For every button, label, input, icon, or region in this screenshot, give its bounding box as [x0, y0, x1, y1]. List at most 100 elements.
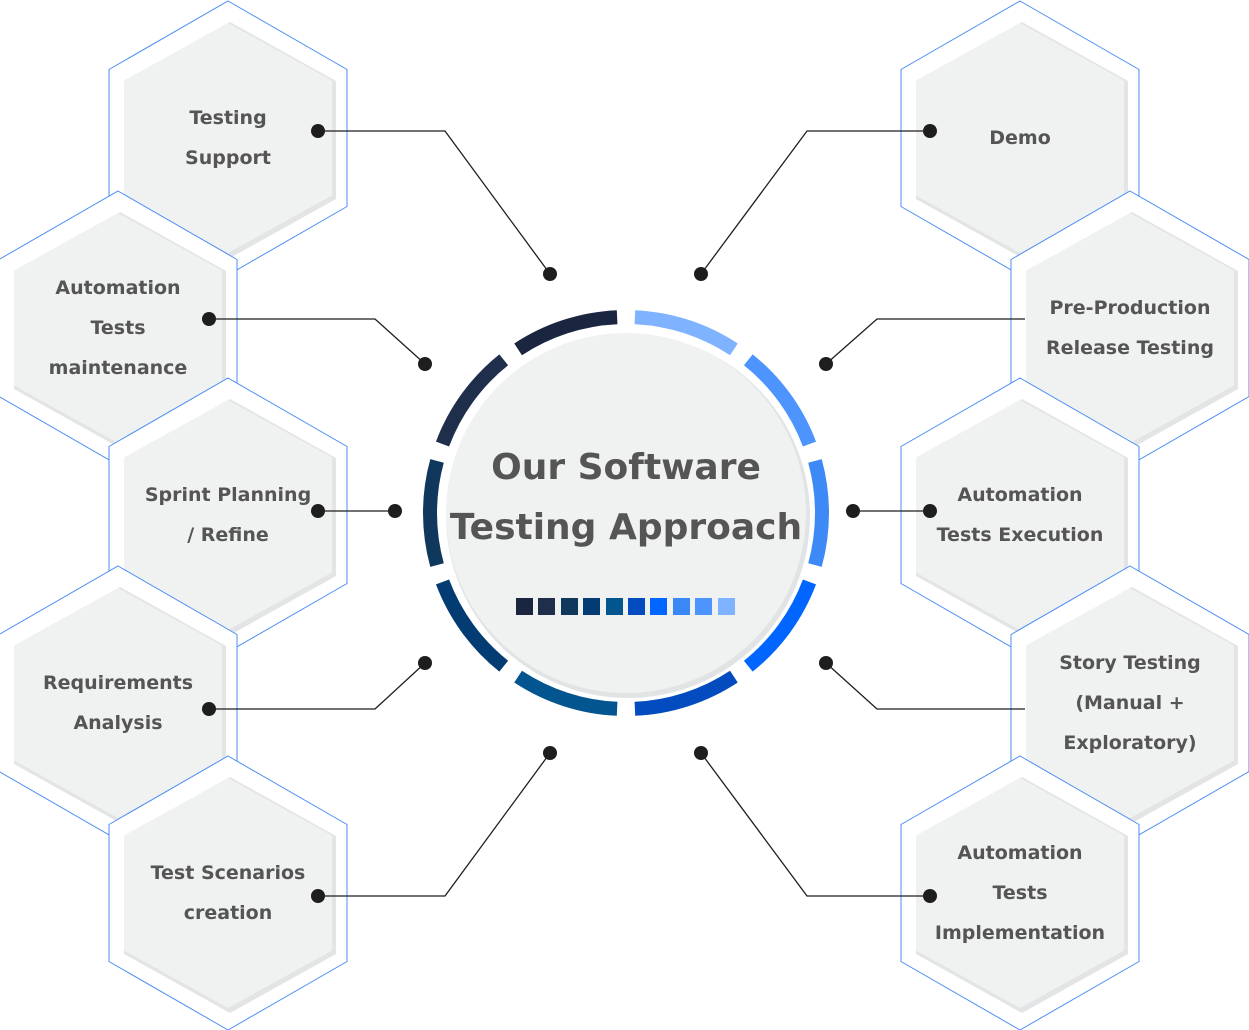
step-label-line: Test Scenarios: [150, 862, 306, 884]
hex-fill: [124, 778, 332, 1008]
color-swatch: [605, 598, 623, 615]
color-swatch: [538, 598, 556, 615]
step-label-line: Tests Execution: [936, 524, 1104, 546]
color-swatch: [695, 598, 713, 615]
ring-segment: [514, 310, 618, 356]
hex-fill: [14, 588, 222, 818]
step-hexagon: [1010, 565, 1249, 841]
step-label: Sprint Planning / Refine: [128, 475, 328, 555]
ring-segment: [634, 310, 738, 356]
ring-segment: [435, 354, 509, 447]
step-hexagon: [900, 377, 1140, 653]
connector: [202, 656, 432, 716]
ring-segment: [423, 459, 444, 567]
step-label-line: Automation: [55, 277, 181, 299]
connector: [846, 504, 937, 518]
connector-line: [209, 318, 426, 365]
center-disc: [446, 333, 806, 693]
connector: [311, 746, 557, 903]
connector-dot: [923, 889, 937, 903]
connector: [694, 124, 937, 281]
connector-dot: [388, 504, 402, 518]
ring-segment: [514, 670, 618, 716]
step-label-line: Demo: [989, 127, 1051, 149]
ring-segment: [808, 459, 829, 567]
step-label-line: Automation: [957, 484, 1083, 506]
step-label-line: Automation: [957, 842, 1083, 864]
connector-line: [700, 752, 930, 897]
step-label-line: (Manual +: [1075, 692, 1185, 714]
step-label-line: Pre-Production: [1049, 297, 1211, 319]
step-hexagon: [0, 190, 238, 466]
connector-dot: [418, 357, 432, 371]
connector-dot: [311, 124, 325, 138]
step-label: Test Scenarios creation: [128, 853, 328, 933]
connector-line: [700, 130, 930, 275]
connector-dot: [311, 504, 325, 518]
step-hexagon: [108, 377, 348, 653]
connector-dot: [202, 702, 216, 716]
connector: [311, 124, 557, 281]
title-line-1: Our Software: [491, 447, 761, 488]
step-label-line: Analysis: [73, 712, 163, 734]
color-swatch: [628, 598, 645, 615]
step-label-line: Tests: [90, 317, 146, 339]
step-label-line: Story Testing: [1059, 652, 1201, 674]
color-swatch: [560, 598, 578, 615]
connector-dot: [418, 656, 432, 670]
hex-fill: [916, 778, 1124, 1008]
step-label-line: Exploratory): [1063, 732, 1197, 754]
connector-dot: [694, 746, 708, 760]
color-swatch: [583, 598, 601, 615]
step-hexagon: [1010, 190, 1249, 466]
connector-line: [318, 752, 551, 897]
connector-dot: [311, 889, 325, 903]
connector-dot: [923, 504, 937, 518]
center-title: Our Software Testing Approach: [450, 438, 802, 558]
connector-line: [825, 318, 1025, 365]
step-hexagon: [108, 0, 348, 276]
step-label-line: Requirements: [42, 672, 193, 694]
connector: [819, 318, 1025, 371]
connector: [202, 312, 432, 371]
ring-segment: [634, 670, 738, 716]
step-label-line: Support: [185, 147, 271, 169]
step-hexagon: [900, 0, 1140, 276]
hex-fill: [916, 23, 1124, 253]
step-hexagon: [108, 755, 348, 1030]
connector-dot: [694, 267, 708, 281]
connector-line: [825, 662, 1025, 710]
step-label: Story Testing (Manual + Exploratory): [1030, 643, 1230, 763]
color-swatch: [650, 598, 668, 615]
connector: [819, 656, 1025, 710]
hex-fill: [1026, 588, 1234, 818]
hex-fill: [124, 400, 332, 630]
step-label: Demo: [920, 118, 1120, 158]
title-line-2: Testing Approach: [449, 507, 803, 548]
color-swatch: [672, 598, 690, 615]
hex-fill: [14, 213, 222, 443]
connector: [311, 504, 402, 518]
step-label-line: Tests: [992, 882, 1048, 904]
connector-line: [209, 662, 426, 710]
step-label-line: Sprint Planning: [144, 484, 312, 506]
ring-segment: [435, 579, 509, 672]
connector-dot: [819, 656, 833, 670]
color-swatch: [717, 598, 735, 615]
step-label-line: Implementation: [934, 922, 1106, 944]
step-hexagon: [0, 565, 238, 841]
connector: [694, 746, 937, 903]
connector-dot: [202, 312, 216, 326]
ring-segment: [743, 354, 817, 447]
color-swatch: [516, 598, 533, 615]
connector-dot: [819, 357, 833, 371]
step-label-line: creation: [183, 902, 273, 924]
connector-line: [318, 130, 551, 275]
step-label-line: / Refine: [187, 524, 269, 546]
